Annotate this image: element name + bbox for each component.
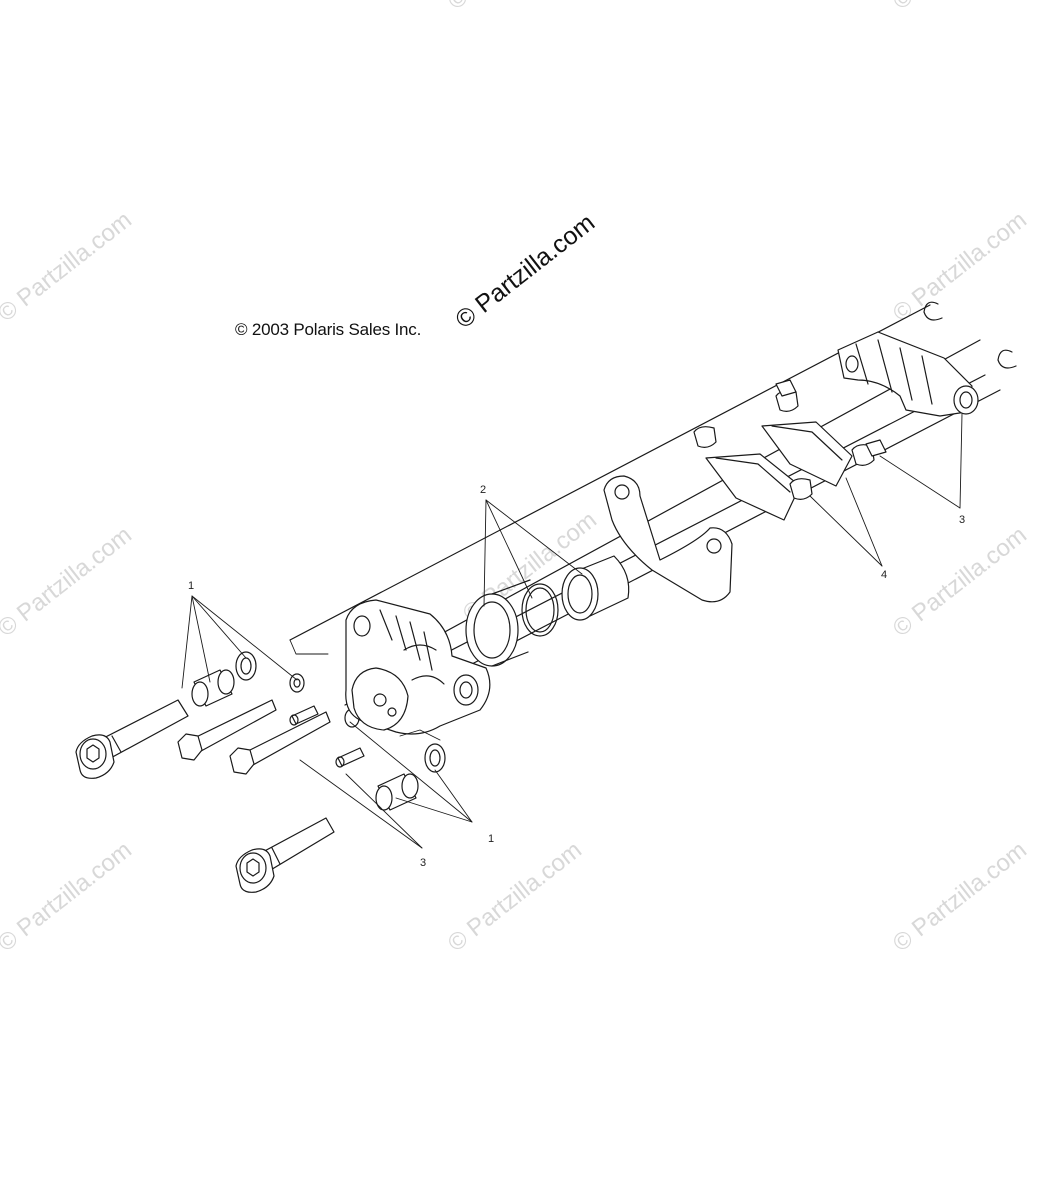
retaining-clip: [923, 301, 943, 321]
washer-small: [289, 673, 305, 693]
bleeder-screw: [289, 705, 319, 726]
assembly-guide-line: [469, 389, 1001, 666]
washer: [424, 743, 446, 773]
retaining-clip: [997, 349, 1017, 369]
socket-bolt: [75, 699, 189, 779]
callout-3: 3: [959, 514, 966, 526]
callout-2: 2: [480, 484, 487, 496]
bushing: [775, 379, 797, 397]
mounting-bracket: [603, 475, 733, 603]
spacer-sleeve: [375, 773, 419, 811]
spacer-sleeve: [191, 669, 235, 707]
washer: [235, 651, 257, 681]
o-ring: [521, 583, 559, 637]
bushing: [865, 439, 887, 457]
callout-4: 4: [881, 569, 888, 581]
hex-bolt: [229, 711, 331, 775]
piston-seal: [465, 579, 531, 667]
brake-pad: [705, 453, 801, 521]
leader-lines: [181, 413, 963, 849]
pad-clip: [693, 426, 717, 448]
washer-small-hole: [293, 678, 301, 688]
bleeder-screw: [335, 747, 365, 768]
pad-clip: [789, 478, 813, 500]
assembly-guide-line: [289, 304, 931, 641]
o-ring-inner: [525, 587, 555, 633]
callout-3: 3: [420, 857, 427, 869]
brake-pad: [761, 421, 853, 487]
callout-1: 1: [488, 833, 495, 845]
washer-hole: [429, 749, 441, 767]
piston: [561, 555, 630, 621]
hex-bolt: [177, 699, 277, 761]
callout-1: 1: [188, 580, 195, 592]
caliper-outer-half: [837, 331, 979, 417]
assembly-guide-line: [429, 339, 981, 641]
caliper-housing: [345, 599, 491, 735]
socket-bolt: [235, 817, 335, 893]
copyright-text: © 2003 Polaris Sales Inc.: [235, 320, 422, 339]
